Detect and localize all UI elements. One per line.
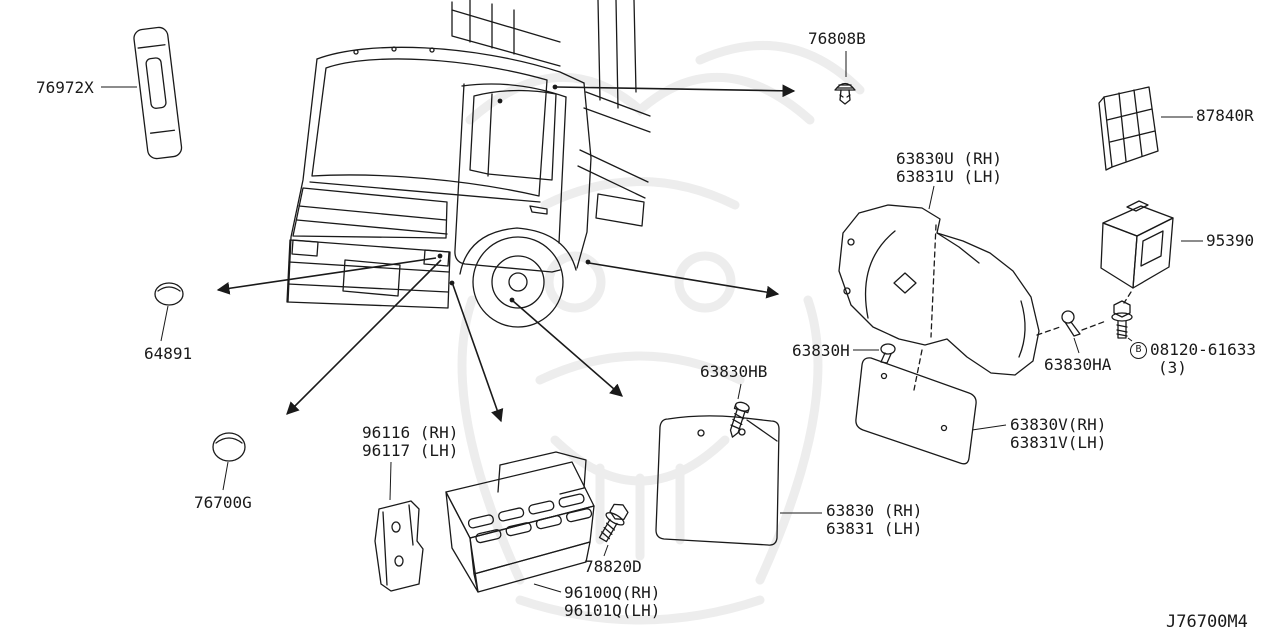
part-drawing-78820D [598, 503, 629, 543]
part-label-76972X: 76972X [36, 79, 94, 97]
part-drawing-76972X [133, 26, 183, 160]
part-number-lh: 96117 (LH) [362, 441, 459, 460]
part-label-63830V: 63830V(RH) 63831V(LH) [1010, 416, 1106, 452]
part-number: 87840R [1196, 106, 1254, 125]
part-drawing-76700G [212, 432, 246, 462]
b-circle-icon: B [1130, 341, 1147, 359]
part-drawing-76808B [834, 82, 856, 105]
leader-lines [101, 51, 1203, 593]
pointer-arrows [216, 84, 796, 423]
part-number-lh: 63831 (LH) [826, 519, 923, 538]
part-drawing-08120-61633 [1111, 300, 1133, 339]
part-number: 63830H [792, 341, 850, 360]
part-drawing-63830 [655, 415, 780, 546]
part-number: 08120-61633 [1150, 340, 1256, 359]
part-label-63830U: 63830U (RH) 63831U (LH) [896, 150, 1002, 186]
part-number-rh: 63830V(RH) [1010, 415, 1107, 434]
part-number: 63830HB [700, 362, 768, 381]
part-label-95390: 95390 [1206, 232, 1254, 250]
part-drawing-96100Q [445, 451, 595, 593]
part-label-08120-61633: B 08120-61633 (3) [1130, 341, 1256, 377]
truck-drawing [286, 0, 651, 328]
part-number-lh: 63831U (LH) [896, 167, 1002, 186]
part-label-96100Q: 96100Q(RH) 96101Q(LH) [564, 584, 660, 620]
part-number-row: B 08120-61633 [1130, 341, 1256, 359]
part-number: 76700G [194, 493, 252, 512]
part-label-87840R: 87840R [1196, 107, 1254, 125]
part-drawing-96116 [374, 500, 424, 592]
part-label-63830HA: 63830HA [1044, 356, 1111, 374]
part-number-rh: 63830 (RH) [826, 501, 923, 520]
part-drawing-63830U [838, 204, 1132, 391]
part-number: 64891 [144, 344, 193, 363]
part-label-63830H: 63830H [792, 342, 850, 360]
part-drawing-63830H [880, 343, 896, 364]
part-label-63830HB: 63830HB [700, 363, 767, 381]
watermark [457, 40, 865, 625]
part-number: 76972X [36, 78, 94, 97]
part-number-rh: 96100Q(RH) [564, 583, 661, 602]
part-label-76700G: 76700G [194, 494, 252, 512]
part-drawing-63830HA [1061, 310, 1081, 337]
part-label-96116: 96116 (RH) 96117 (LH) [362, 424, 458, 460]
part-drawing-63830HB [729, 401, 750, 438]
part-drawing-64891 [154, 282, 184, 306]
part-quantity: (3) [1158, 358, 1187, 377]
part-label-76808B: 76808B [808, 30, 866, 48]
diagram-code: J76700M4 [1166, 612, 1248, 632]
part-number: 95390 [1206, 231, 1255, 250]
part-number-rh: 96116 (RH) [362, 423, 459, 442]
part-number: 63830HA [1044, 355, 1112, 374]
part-number: 78820D [584, 557, 642, 576]
part-number-lh: 63831V(LH) [1010, 433, 1107, 452]
part-drawing-87840R [1098, 86, 1159, 171]
part-label-63830: 63830 (RH) 63831 (LH) [826, 502, 922, 538]
part-number-lh: 96101Q(LH) [564, 601, 661, 620]
part-drawing-63830V [855, 357, 977, 465]
part-label-64891: 64891 [144, 345, 192, 363]
part-label-78820D: 78820D [584, 558, 642, 576]
part-drawing-95390 [1100, 200, 1174, 289]
part-number: 76808B [808, 29, 866, 48]
part-number-rh: 63830U (RH) [896, 149, 1002, 168]
